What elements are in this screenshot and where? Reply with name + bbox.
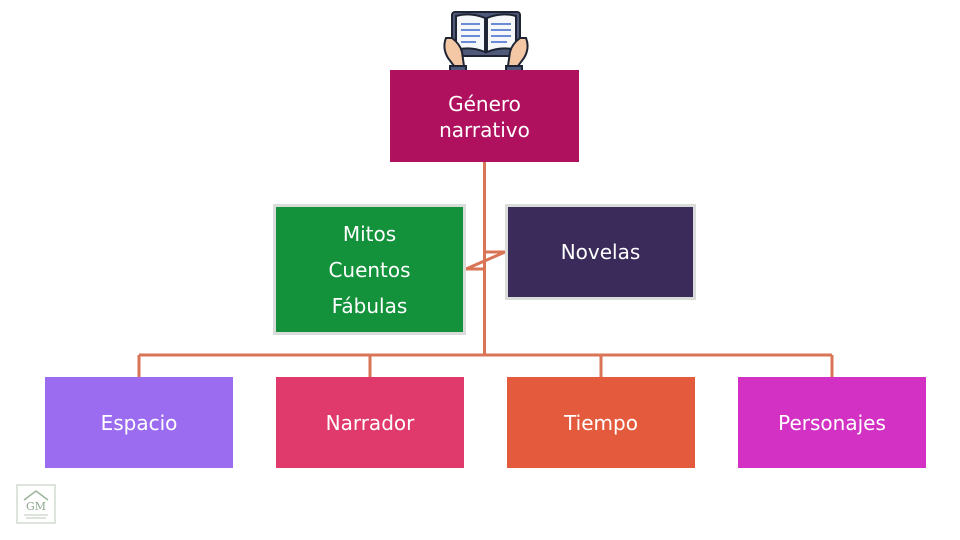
leaf-node-personajes: Personajes [738,377,926,468]
node-novelas: Novelas [505,204,696,300]
node-item-mitos: Mitos [342,221,397,246]
leaf-node-narrador: Narrador [276,377,464,468]
svg-text:GM: GM [26,500,46,513]
leaf-label-tiempo: Tiempo [564,410,638,435]
node-item-cuentos: Cuentos [328,257,411,282]
leaf-node-tiempo: Tiempo [507,377,695,468]
leaf-label-espacio: Espacio [100,410,178,435]
logo-icon: GM [16,484,56,524]
node-novelas-label: Novelas [560,240,641,264]
root-label-line2: narrativo [439,118,530,142]
root-label-line1: Género [448,92,521,116]
leaf-node-espacio: Espacio [45,377,233,468]
root-node-genero-narrativo: Género narrativo [390,70,579,162]
node-item-fabulas: Fábulas [331,293,408,318]
open-book-hands-icon [440,8,532,78]
leaf-label-personajes: Personajes [778,410,886,435]
leaf-label-narrador: Narrador [325,410,415,435]
node-mitos-cuentos-fabulas: Mitos Cuentos Fábulas [273,204,466,335]
